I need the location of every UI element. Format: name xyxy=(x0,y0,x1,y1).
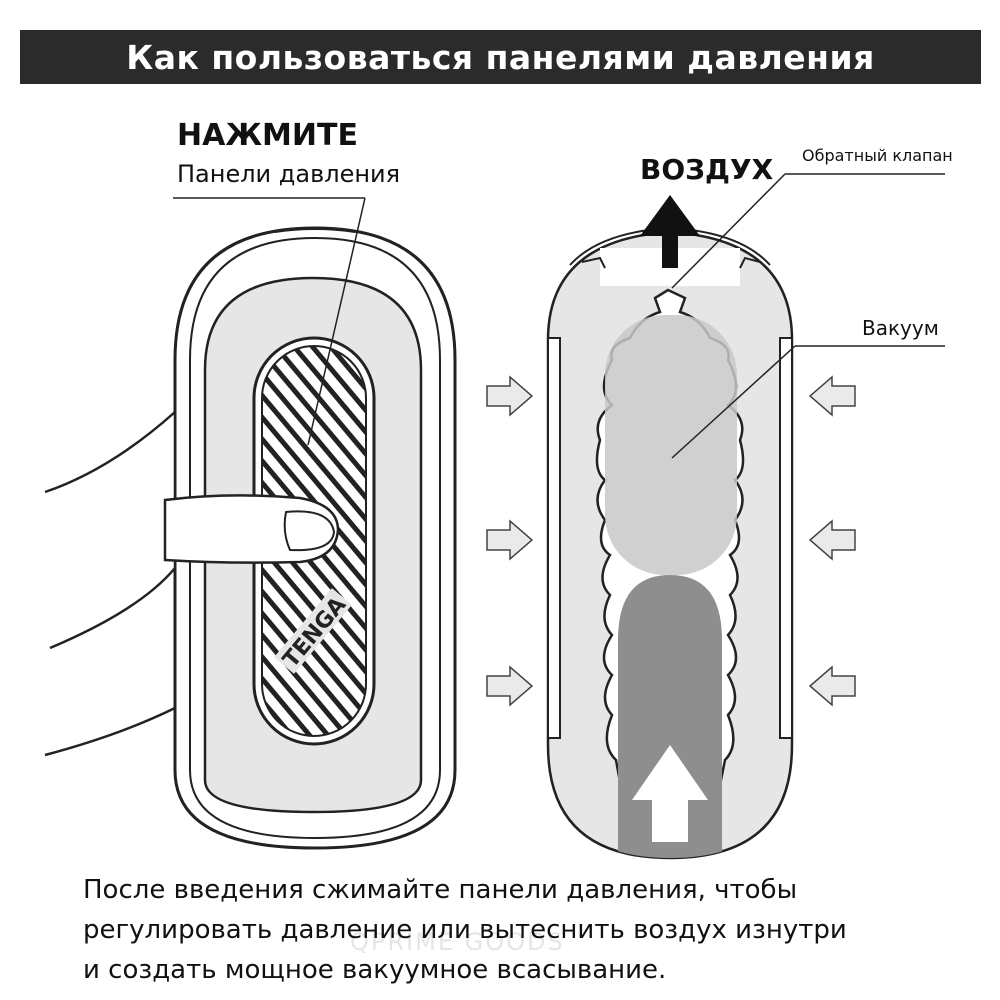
hand xyxy=(44,409,340,757)
watermark: QPRIME GOODS xyxy=(350,928,565,956)
caption: После введения сжимайте панели давления,… xyxy=(83,870,983,990)
pressure-panels-label: Панели давления xyxy=(177,160,401,188)
caption-line-1: После введения сжимайте панели давления,… xyxy=(83,875,798,905)
air-label: ВОЗДУХ xyxy=(640,153,774,186)
check-valve-label: Обратный клапан xyxy=(802,146,953,165)
caption-line-3: и создать мощное вакуумное всасывание. xyxy=(83,955,667,985)
inner-sleeve-channel xyxy=(595,288,745,858)
press-arrows-left xyxy=(486,375,534,707)
press-arrows-right xyxy=(808,375,856,707)
insert-arrow xyxy=(632,745,708,842)
vacuum-label: Вакуум xyxy=(862,316,939,340)
vacuum-zone xyxy=(605,315,737,575)
page-title: Как пользоваться панелями давления xyxy=(20,30,981,84)
side-panels xyxy=(547,337,793,739)
caption-line-2: регулировать давление или вытеснить возд… xyxy=(83,915,847,945)
air-up-arrow xyxy=(640,195,700,268)
press-label: НАЖМИТЕ xyxy=(177,118,358,153)
